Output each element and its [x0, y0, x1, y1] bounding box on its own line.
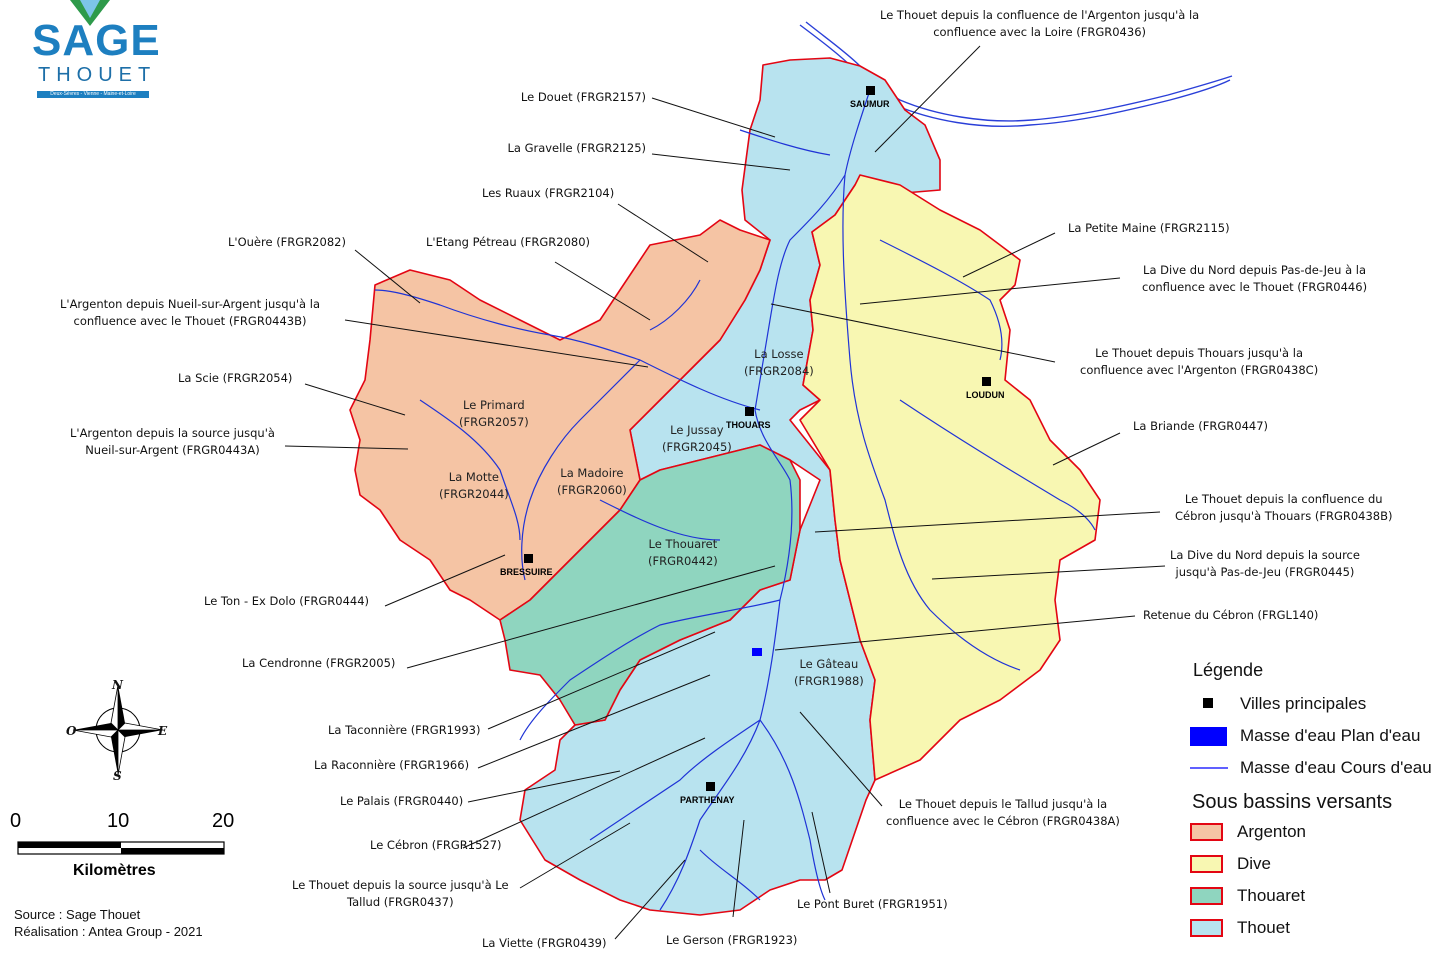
- onmap-primard: Le Primard(FRGR2057): [459, 398, 529, 429]
- swatch-dive: [1190, 855, 1223, 873]
- swatch-argenton: [1190, 823, 1223, 841]
- onmap-losse: La Losse(FRGR2084): [744, 347, 814, 378]
- city-loudun: LOUDUN: [966, 390, 1005, 400]
- compass-n: N: [112, 678, 123, 692]
- onmap-gateau: Le Gâteau(FRGR1988): [794, 657, 864, 688]
- callout-pontburet: Le Pont Buret (FRGR1951): [797, 897, 948, 911]
- legend-basin-label: Dive: [1237, 854, 1272, 873]
- callout-briande: La Briande (FRGR0447): [1133, 419, 1269, 433]
- legend-basin-label: Thouaret: [1237, 886, 1306, 905]
- callout-thouet-loire: Le Thouet depuis la confluence de l'Arge…: [880, 8, 1200, 39]
- callout-douet: Le Douet (FRGR2157): [520, 90, 646, 104]
- onmap-jussay: Le Jussay(FRGR2045): [662, 423, 732, 454]
- basin-dive: [799, 174, 1101, 781]
- legend-symbols: [1190, 698, 1228, 769]
- basin-thouaret: [499, 444, 801, 726]
- callout-raconniere: La Raconnière (FRGR1966): [314, 758, 470, 772]
- credit-realisation: Réalisation : Antea Group - 2021: [14, 924, 203, 939]
- city-marker-loudun: [982, 377, 991, 386]
- legend-basin-label: Thouet: [1237, 918, 1290, 937]
- legend-item-plan-eau: Masse d'eau Plan d'eau: [1240, 726, 1421, 745]
- city-marker-saumur: [866, 86, 875, 95]
- callout-cendronne: La Cendronne (FRGR2005): [242, 656, 396, 670]
- legend-item-cours-eau: Masse d'eau Cours d'eau: [1240, 758, 1432, 777]
- scale-tick-0: 0: [10, 810, 22, 832]
- callout-scie: La Scie (FRGR2054): [178, 371, 293, 385]
- legend-item-villes: Villes principales: [1240, 694, 1367, 713]
- legend-basin-dive: Dive: [1190, 854, 1271, 874]
- city-marker-parthenay: [706, 782, 715, 791]
- leader-lines: [284, 45, 1166, 940]
- legend-basin-label: Argenton: [1237, 822, 1306, 841]
- callout-argenton-nueil: L'Argenton depuis Nueil-sur-Argent jusqu…: [60, 297, 320, 328]
- onmap-madoire: La Madoire(FRGR2060): [557, 466, 627, 497]
- callout-palais: Le Palais (FRGR0440): [340, 794, 464, 808]
- compass-o: O: [66, 724, 77, 738]
- plan-eau-cebron: [752, 648, 762, 656]
- logo-sage: SAGE: [32, 16, 161, 65]
- compass-rose-icon: [72, 684, 164, 776]
- city-marker-bressuire: [524, 554, 533, 563]
- swatch-thouet: [1190, 919, 1223, 937]
- city-parthenay: PARTHENAY: [680, 795, 735, 805]
- scale-bar: [17, 841, 225, 855]
- onmap-motte: La Motte(FRGR2044): [439, 470, 509, 501]
- callout-etang: L'Etang Pétreau (FRGR2080): [426, 235, 591, 249]
- callout-taconniere: La Taconnière (FRGR1993): [328, 723, 481, 737]
- legend-basin-thouet: Thouet: [1190, 918, 1290, 938]
- callout-ruaux: Les Ruaux (FRGR2104): [482, 186, 615, 200]
- logo-drop-icon: [70, 0, 110, 26]
- callout-ouere: L'Ouère (FRGR2082): [228, 235, 346, 249]
- scale-unit: Kilomètres: [73, 862, 156, 879]
- callout-ton: Le Ton - Ex Dolo (FRGR0444): [204, 594, 370, 608]
- legend-title: Légende: [1193, 660, 1264, 680]
- city-bressuire: BRESSUIRE: [500, 567, 553, 577]
- river-network: [374, 89, 1096, 911]
- city-marker-thouars: [745, 407, 754, 416]
- scale-tick-10: 10: [107, 810, 130, 832]
- scale-tick-20: 20: [212, 810, 235, 832]
- city-markers: [524, 86, 991, 791]
- city-saumur: SAUMUR: [850, 99, 890, 109]
- compass-e: E: [158, 724, 168, 738]
- callout-gravelle: La Gravelle (FRGR2125): [507, 141, 646, 155]
- legend-plan-eau-icon: [1190, 727, 1227, 746]
- credit-source: Source : Sage Thouet: [14, 907, 141, 922]
- basins: [349, 57, 1101, 916]
- legend-subtitle: Sous bassins versants: [1192, 791, 1393, 813]
- legend-basin-argenton: Argenton: [1190, 822, 1306, 842]
- callout-retenue: Retenue du Cébron (FRGL140): [1143, 608, 1319, 622]
- city-thouars: THOUARS: [726, 420, 771, 430]
- compass-s: S: [113, 769, 122, 783]
- callout-viette: La Viette (FRGR0439): [482, 936, 607, 950]
- legend-city-icon: [1203, 698, 1213, 708]
- logo-thouet: THOUET: [38, 64, 157, 86]
- callout-petitemaine: La Petite Maine (FRGR2115): [1068, 221, 1230, 235]
- onmap-thouaret: Le Thouaret(FRGR0442): [648, 537, 718, 568]
- logo-tagline: Deux-Sèvres - Vienne - Maine-et-Loire: [37, 91, 149, 98]
- swatch-thouaret: [1190, 887, 1223, 905]
- callout-cebron: Le Cébron (FRGR1527): [370, 838, 502, 852]
- legend-basin-thouaret: Thouaret: [1190, 886, 1305, 906]
- callout-gerson: Le Gerson (FRGR1923): [666, 933, 798, 947]
